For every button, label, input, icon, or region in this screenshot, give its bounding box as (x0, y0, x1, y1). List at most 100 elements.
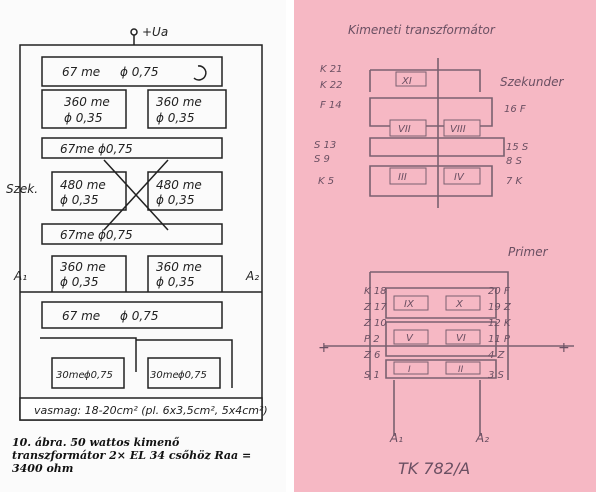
anode-label-a1: A₁ (13, 269, 27, 283)
schematic-left-panel: +Ua 67 me ϕ 0,75 360 me ϕ 0,35 360 me ϕ … (0, 0, 286, 492)
figure-caption: 10. ábra. 50 wattos kimenő transzformáto… (12, 436, 252, 475)
primary-windings (324, 271, 574, 436)
terminal-label: 19 Z (488, 302, 512, 313)
terminal-label: S 9 (314, 154, 330, 165)
photo-title: Kimeneti transzformátor (348, 23, 496, 37)
coil-label: ϕ 0,35 (156, 111, 194, 125)
coil-label: 67me (60, 142, 94, 156)
coil-label: 480 me (156, 178, 202, 192)
terminal-label: Z 6 (363, 350, 380, 361)
terminal-label: 4 Z (488, 350, 506, 361)
coil-360me-lower-pair (20, 255, 262, 293)
plus-sign: + (558, 340, 570, 356)
supply-label: +Ua (142, 25, 168, 39)
coil-vi (445, 329, 481, 345)
roman-label: XI (401, 76, 412, 87)
coil-label: 67 me (62, 309, 100, 323)
primary-label: Primer (508, 245, 549, 259)
coil-label: ϕ 0,35 (156, 193, 194, 207)
terminal-label: 8 S (506, 156, 523, 167)
coil-label: ϕ0,75 (178, 370, 207, 381)
terminal-label: S 1 (364, 370, 380, 381)
terminal-label: 3 S (488, 370, 505, 381)
coil-iii (389, 167, 427, 185)
coil-label: ϕ 0,75 (120, 309, 158, 323)
terminal-label: Z 17 (363, 302, 387, 313)
minus-sign: + (318, 340, 330, 356)
coil-label: ϕ0,75 (84, 370, 113, 381)
terminal-label: 7 K (506, 176, 524, 187)
coil-label: ϕ 0,35 (156, 275, 194, 289)
coil-label: ϕ 0,75 (120, 65, 158, 79)
anode-label-a1: A₁ (389, 431, 403, 445)
coil-30me-pair (40, 337, 233, 389)
core-note: vasmag: 18-20cm² (pl. 6x3,5cm², 5x4cm²) (34, 404, 268, 417)
secondary-label: Szekunder (500, 75, 564, 89)
coil-vii (389, 119, 427, 137)
coil-480me-pair (51, 171, 223, 211)
secondary-windings (369, 58, 505, 208)
iron-core (19, 397, 263, 421)
terminal-label: K 22 (320, 80, 342, 91)
roman-label: VIII (450, 124, 466, 135)
roman-label: III (398, 172, 407, 183)
anode-label-a2: A₂ (245, 269, 259, 283)
terminal-label: K 5 (318, 176, 334, 187)
coil-label: 480 me (60, 178, 106, 192)
roman-label: X (455, 299, 464, 310)
transformer-winding-diagram: +Ua 67 me ϕ 0,75 360 me ϕ 0,35 360 me ϕ … (6, 25, 268, 421)
terminal-label: 12 K (488, 318, 512, 329)
secondary-group-label: Szek. (6, 182, 38, 196)
photo-right-panel: Kimeneti transzformátor Szekunder Primer… (294, 0, 596, 492)
coil-v (393, 329, 429, 345)
anode-label-a2: A₂ (475, 431, 489, 445)
coil-iv (443, 167, 481, 185)
terminal-label: 11 P (488, 334, 511, 345)
coil-ix (393, 295, 429, 311)
terminal-label: 16 F (504, 104, 526, 115)
terminal-label: 15 S (506, 142, 529, 153)
roman-label: IV (454, 172, 465, 183)
roman-label: IX (404, 299, 415, 310)
panel-divider (286, 0, 294, 492)
roman-label: VI (456, 333, 466, 344)
coil-label: ϕ 0,35 (64, 111, 102, 125)
roman-label: V (406, 333, 414, 344)
coil-label: ϕ 0,35 (60, 275, 98, 289)
coil-67me (41, 137, 223, 159)
coil-label: 30me (150, 370, 179, 381)
coil-label: ϕ0,75 (98, 228, 133, 242)
coil-label: 360 me (64, 95, 110, 109)
coil-label: ϕ 0,35 (60, 193, 98, 207)
coil-ii (445, 361, 481, 375)
terminal-label: S 13 (314, 140, 336, 151)
coil-label: 360 me (60, 260, 106, 274)
terminal-label: P 2 (364, 334, 380, 345)
coil-viii (443, 119, 481, 137)
coil-label: 67 me (62, 65, 100, 79)
winding-direction-icon (193, 65, 207, 81)
terminal-label: K 18 (364, 286, 386, 297)
roman-label: VII (398, 124, 411, 135)
terminal-label: Z 10 (363, 318, 387, 329)
coil-label: 360 me (156, 260, 202, 274)
terminal-label: 20 F (488, 286, 510, 297)
supply-terminal-icon (130, 28, 138, 36)
coil-label: ϕ0,75 (98, 142, 133, 156)
roman-label: II (458, 365, 464, 375)
coil-67me-mid (41, 223, 223, 245)
coil-xi (395, 71, 427, 87)
coil-i (393, 361, 429, 375)
transformer-wiring-photo: Kimeneti transzformátor Szekunder Primer… (314, 23, 574, 478)
coil-label: 360 me (156, 95, 202, 109)
coil-x (445, 295, 481, 311)
model-label: TK 782/A (398, 459, 470, 478)
terminal-label: F 14 (320, 100, 342, 111)
coil-label: 30me (56, 370, 85, 381)
coil-67me-bottom (41, 301, 223, 329)
coil-67me-top (41, 56, 223, 87)
coil-label: 67me (60, 228, 94, 242)
coil-360me-pair (41, 89, 227, 129)
terminal-label: K 21 (320, 64, 342, 75)
roman-label: I (408, 365, 411, 375)
